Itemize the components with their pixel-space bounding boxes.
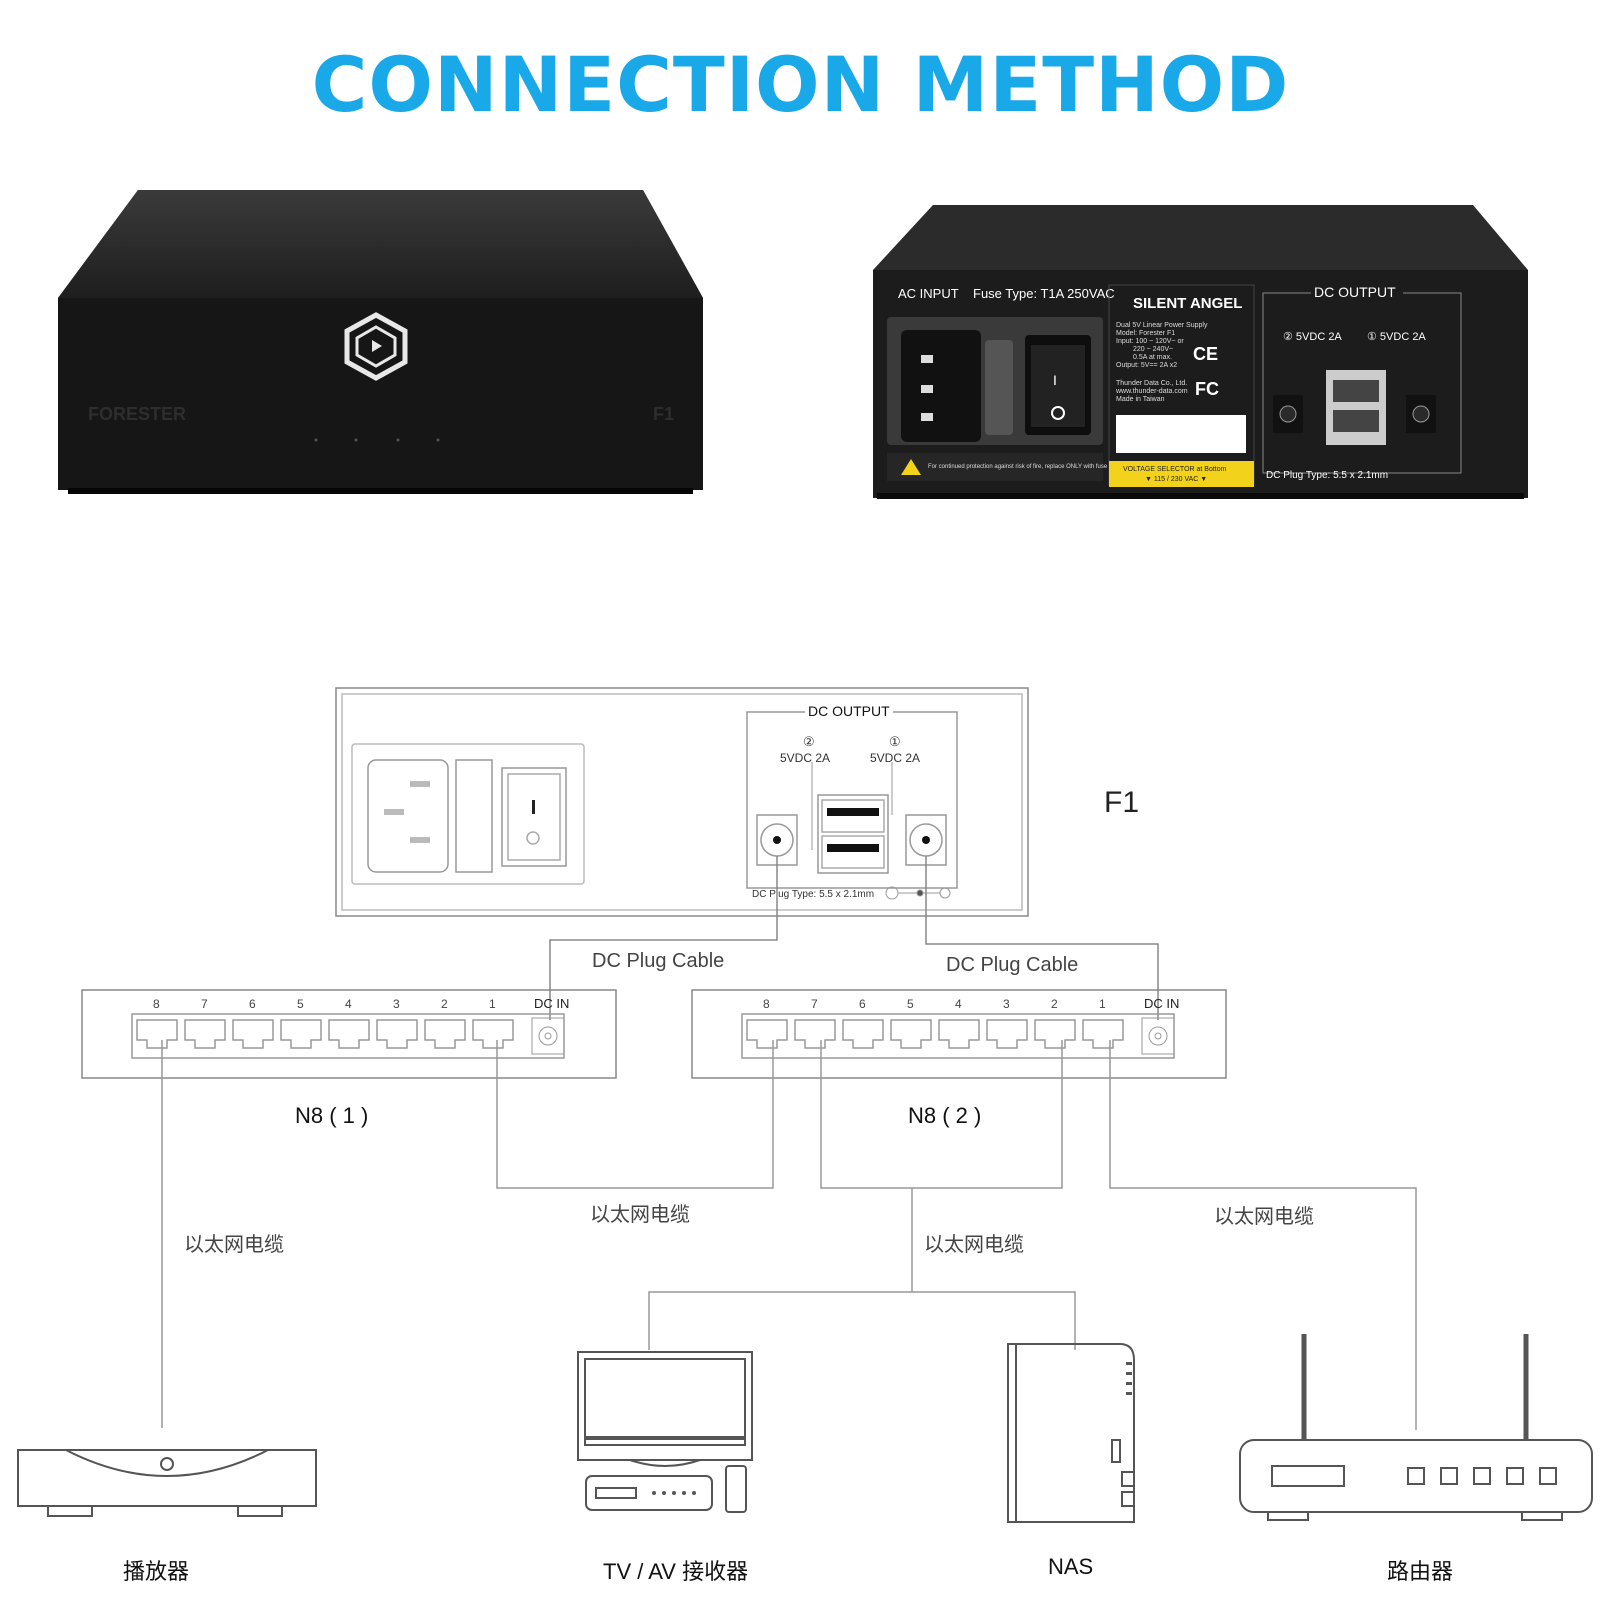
switch-1-label: N8 ( 1 ) [295,1103,369,1128]
serial-sticker [1116,415,1246,453]
svg-text:I: I [1053,372,1057,388]
front-model-text: F1 [653,404,674,424]
port-number-1-3: 3 [393,997,400,1011]
ac-inlet-icon [367,759,449,873]
fuse-label: Fuse Type: T1A 250VAC [973,286,1115,301]
svg-text:Made in Taiwan: Made in Taiwan [1116,396,1165,403]
player-label: 播放器 [123,1559,190,1584]
diagram-port2-spec: 5VDC 2A [780,751,830,765]
port-number-2-6: 6 [859,997,866,1011]
switch-n8-1 [81,989,617,1079]
ethernet-cable-label-4: 以太网电缆 [1214,1206,1314,1228]
f1-label: F1 [1104,786,1140,819]
dc-output-label: DC OUTPUT [1314,284,1396,300]
switch-n8-2 [691,989,1227,1079]
voltage-selector-text: VOLTAGE SELECTOR at Bottom [1123,466,1227,473]
svg-text:0.5A at max.: 0.5A at max. [1133,354,1172,361]
port-number-2-5: 5 [907,997,914,1011]
port-number-1-2: 2 [441,997,448,1011]
spec-lines: Dual 5V Linear Power Supply Model: Fores… [1115,322,1208,403]
svg-text:www.thunder-data.com: www.thunder-data.com [1115,388,1188,395]
nas-label: NAS [1048,1554,1094,1579]
svg-text:Dual 5V Linear Power Supply: Dual 5V Linear Power Supply [1116,322,1208,329]
f1-outline [335,687,1029,917]
dc-plug-cable-left-label: DC Plug Cable [592,950,725,972]
ethernet-port-icon [424,1019,466,1049]
ethernet-port-icon [232,1019,274,1049]
ethernet-port-icon [472,1019,514,1049]
fcc-mark-icon: FC [1195,379,1219,399]
ethernet-cable-label-2: 以太网电缆 [590,1204,690,1226]
svg-text:220 ~ 240V~: 220 ~ 240V~ [1133,346,1173,353]
front-device-photo: FORESTER F1 [58,190,703,494]
router-icon [1239,1334,1593,1521]
ac-input-label: AC INPUT [898,286,959,301]
fuse-holder-icon [985,340,1013,435]
diagram-port1-num: ① [889,734,901,749]
port-number-2-2: 2 [1051,997,1058,1011]
front-brand-text: FORESTER [88,404,186,424]
diagram-plug-type: DC Plug Type: 5.5 x 2.1mm [752,889,874,900]
svg-text:Model: Forester F1: Model: Forester F1 [1116,330,1175,337]
back-brand-text: SILENT ANGEL [1133,295,1242,312]
ethernet-port-icon [938,1019,980,1049]
ethernet-port-icon [1082,1019,1124,1049]
ethernet-port-icon [328,1019,370,1049]
router-label: 路由器 [1387,1559,1454,1584]
port2-label: ② 5VDC 2A [1283,331,1342,343]
back-device-photo: AC INPUT Fuse Type: T1A 250VAC I For con… [873,205,1528,499]
svg-text:Output: 5V== 2A x2: Output: 5V== 2A x2 [1116,362,1177,369]
tv-av-icon [577,1351,753,1513]
port1-label: ① 5VDC 2A [1367,331,1426,343]
ethernet-port-icon [746,1019,788,1049]
page-title: CONNECTION METHOD [311,40,1290,129]
brand-logo-icon [344,312,408,381]
plug-type-label: DC Plug Type: 5.5 x 2.1mm [1266,470,1388,481]
port-number-1-1: 1 [489,997,496,1011]
port-number-2-3: 3 [1003,997,1010,1011]
port-number-1-7: 7 [201,997,208,1011]
dc-cable-left [549,856,778,1020]
ce-mark-icon: CE [1193,344,1218,364]
ethernet-port-icon [986,1019,1028,1049]
ac-inlet-icon [901,330,981,442]
diagram-port1-spec: 5VDC 2A [870,751,920,765]
svg-text:Input: 100 ~ 120V~ or: Input: 100 ~ 120V~ or [1116,338,1184,345]
port-number-1-8: 8 [153,997,160,1011]
dc-plug-cable-right-label: DC Plug Cable [946,954,1079,976]
ethernet-port-icon [794,1019,836,1049]
ethernet-port-icon [1034,1019,1076,1049]
ethernet-cable-label-3: 以太网电缆 [924,1234,1024,1256]
ethernet-port-icon [890,1019,932,1049]
nas-icon [1007,1343,1135,1523]
dc-in-label-1: DC IN [534,996,569,1011]
warning-text: For continued protection against risk of… [928,464,1216,470]
diagram-dc-output-label: DC OUTPUT [808,703,890,719]
switch-2-label: N8 ( 2 ) [908,1103,982,1128]
diagram-port2-num: ② [803,734,815,749]
ethernet-cable-devices [820,1040,1063,1189]
ethernet-port-icon [136,1019,178,1049]
ethernet-cable-switches [496,1040,774,1189]
voltage-values-text: ▼ 115 / 230 VAC ▼ [1145,476,1207,483]
port-number-2-1: 1 [1099,997,1106,1011]
ethernet-port-icon [184,1019,226,1049]
port-number-2-7: 7 [811,997,818,1011]
port-number-1-4: 4 [345,997,352,1011]
tv-av-label: TV / AV 接收器 [603,1559,749,1584]
dc-cable-right [925,856,1159,1020]
dc-in-label-2: DC IN [1144,996,1179,1011]
player-icon [17,1449,317,1517]
ethernet-cable-label-1: 以太网电缆 [184,1234,284,1256]
ethernet-port-icon [376,1019,418,1049]
connection-diagram: DC OUTPUT ② 5VDC 2A ① 5VDC 2A DC Plug Ty… [17,687,1593,1523]
ethernet-port-icon [280,1019,322,1049]
port-number-2-8: 8 [763,997,770,1011]
ethernet-cable-router [1109,1040,1417,1430]
ethernet-port-icon [842,1019,884,1049]
port-number-1-6: 6 [249,997,256,1011]
svg-text:Thunder Data Co., Ltd.: Thunder Data Co., Ltd. [1116,380,1187,387]
port-number-2-4: 4 [955,997,962,1011]
port-number-1-5: 5 [297,997,304,1011]
